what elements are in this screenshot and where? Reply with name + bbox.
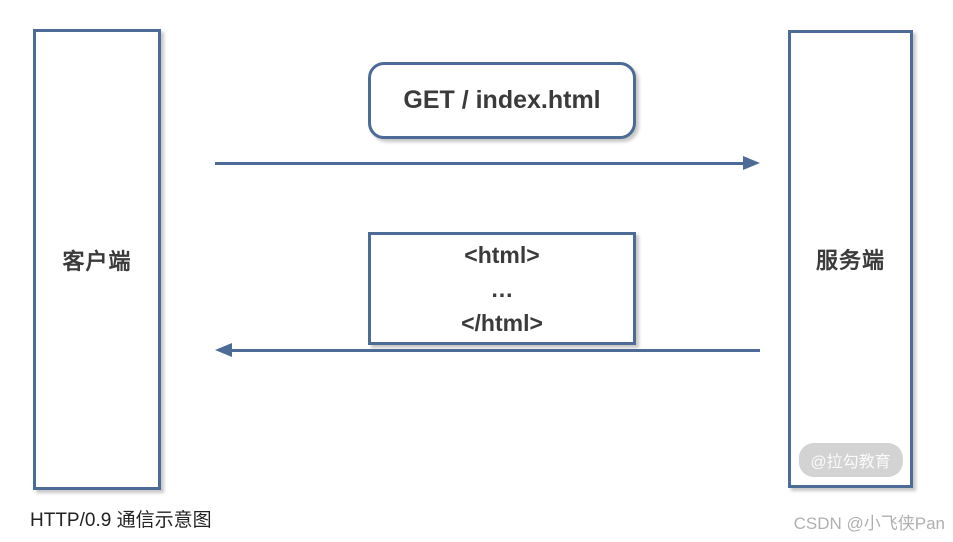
watermark-csdn: CSDN @小飞侠Pan (793, 514, 945, 533)
diagram-title: HTTP/0.9 通信示意图 (30, 510, 212, 531)
arrowhead-right-icon (743, 156, 760, 170)
response-line-close: </html> (461, 309, 543, 336)
arrowhead-left-icon (215, 343, 232, 357)
server-label: 服务端 (815, 248, 885, 273)
request-message-box: GET / index.html (368, 62, 636, 139)
request-message-label: GET / index.html (403, 86, 601, 114)
response-arrow (215, 343, 760, 357)
response-line-ellipsis: … (490, 275, 514, 302)
client-label: 客户端 (62, 248, 132, 274)
response-message-box: <html> … </html> (368, 232, 636, 345)
request-arrow-line (215, 162, 745, 165)
response-arrow-line (230, 349, 760, 352)
request-arrow (215, 156, 760, 170)
server-box: 服务端 @拉勾教育 (788, 30, 913, 488)
response-line-open: <html> (464, 241, 540, 268)
watermark-lagou: @拉勾教育 (798, 443, 903, 477)
client-box: 客户端 (33, 29, 161, 490)
